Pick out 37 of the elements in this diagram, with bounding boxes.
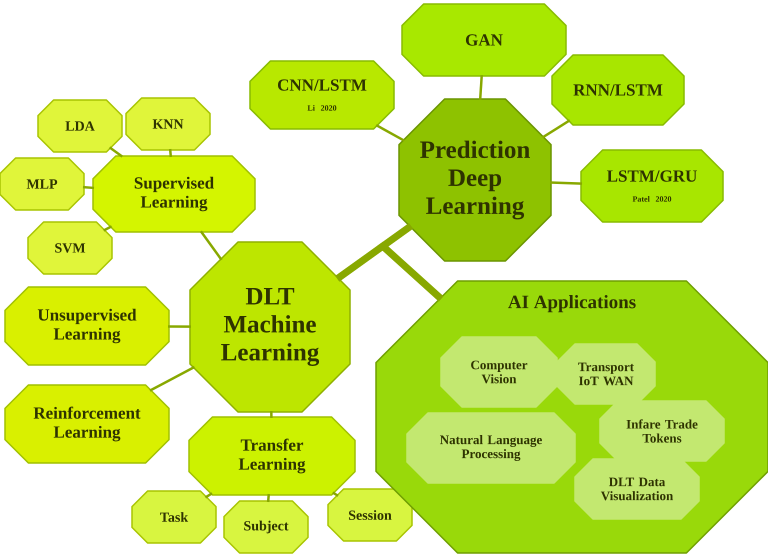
connector-line — [82, 186, 94, 190]
hub-octagon: DLT Machine Learning — [189, 241, 351, 413]
item-octagon: Computer Vision — [440, 336, 558, 408]
leaf-octagon: KNN — [125, 97, 211, 151]
item-octagon: Infare Trade Tokens — [599, 400, 725, 462]
connector-line — [376, 124, 405, 142]
connector-line — [377, 223, 444, 302]
topic-octagon: Transfer Learning — [188, 416, 356, 496]
connector-line — [103, 225, 112, 232]
connector-line — [200, 230, 223, 261]
topic-octagon: CNN/LSTM Li 2020 — [249, 60, 395, 130]
item-octagon: Natural Language Processing — [406, 412, 576, 484]
leaf-octagon: LDA — [37, 99, 123, 153]
leaf-octagon: Subject — [223, 500, 309, 554]
leaf-octagon: MLP — [0, 157, 85, 211]
connector-line — [108, 146, 124, 158]
connector-line — [332, 491, 339, 497]
topic-octagon: LSTM/GRU Patel 2020 — [580, 149, 724, 223]
item-octagon: DLT Data Visualization — [574, 458, 700, 520]
connector-line — [478, 74, 483, 100]
connector-line — [266, 494, 270, 502]
connector-line — [542, 119, 570, 139]
leaf-octagon: Session — [327, 488, 413, 542]
connector-line — [270, 410, 273, 418]
hub-octagon: Prediction Deep Learning — [398, 98, 552, 262]
connector-line — [168, 325, 192, 328]
leaf-octagon: SVM — [27, 221, 113, 275]
topic-octagon: RNN/LSTM — [551, 54, 685, 126]
topic-octagon: Supervised Learning — [92, 155, 256, 233]
connector-line — [550, 181, 582, 185]
connector-line — [149, 366, 196, 392]
topic-octagon: Unsupervised Learning — [4, 286, 170, 366]
connector-line — [204, 492, 213, 499]
connector-line — [168, 148, 172, 158]
topic-octagon: Reinforcement Learning — [4, 384, 170, 464]
leaf-octagon: Task — [131, 490, 217, 544]
topic-octagon: GAN — [401, 3, 567, 77]
